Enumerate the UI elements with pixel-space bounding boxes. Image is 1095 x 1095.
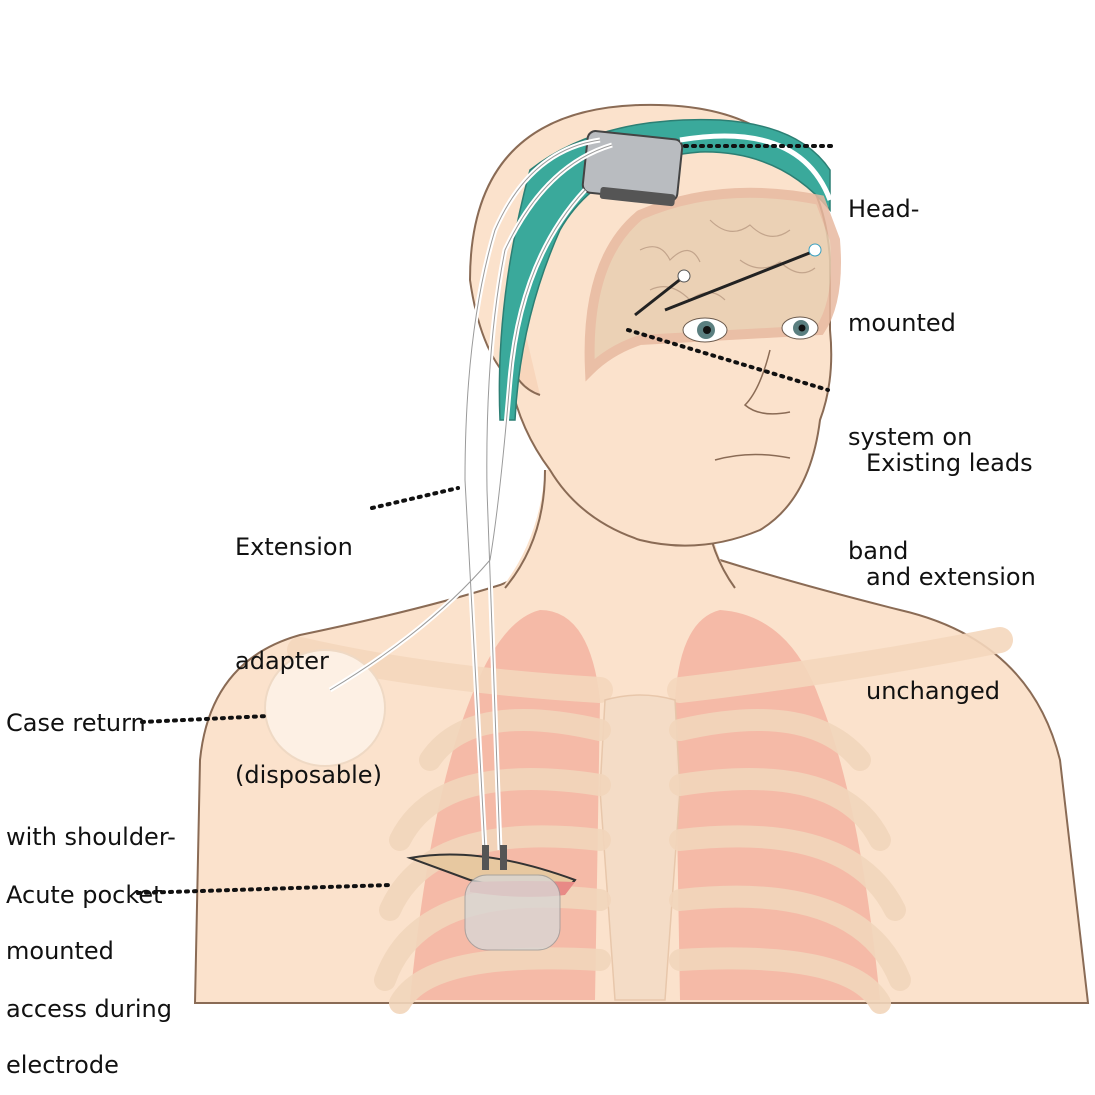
leader-case-return [140,714,270,724]
label-line: system on [848,423,973,451]
label-acute-pocket-access: Acute pocket access during device replac… [6,800,172,1095]
right-clavicle [667,627,1013,703]
label-line: Head- [848,195,920,223]
brain-cutaway [584,187,841,382]
label-line: and extension [866,563,1036,591]
label-line: (disposable) [235,761,382,789]
sternum [599,694,681,1001]
lead-2 [664,250,813,312]
label-line: with shoulder- [6,823,176,851]
leader-existing-leads [626,328,830,392]
lead-1 [634,276,683,317]
label-case-return: Case return with shoulder- mounted elect… [6,628,176,1095]
label-line: Case return [6,709,146,737]
label-line: Existing leads [866,449,1033,477]
label-line: adapter [235,647,329,675]
label-line: band [848,537,909,565]
shoulder-electrode [264,649,386,767]
label-line: mounted [6,937,114,965]
ribs-right [669,709,911,1014]
leader-extension-adapter [370,486,460,510]
label-line: access during [6,995,172,1023]
label-extension-adapter: Extension adapter (disposable) [235,452,382,870]
label-existing-leads: Existing leads and extension unchanged [866,368,1036,786]
nose [743,349,791,415]
label-line: unchanged [866,677,1000,705]
pulse-generator [464,874,561,951]
label-line: electrode [6,1051,119,1079]
leader-lines [136,144,837,895]
label-line: Extension [235,533,353,561]
label-line: Acute pocket [6,881,163,909]
label-head-mounted-system: Head- mounted system on band [848,114,972,646]
eyes [682,316,819,343]
label-line: mounted [848,309,956,337]
leader-acute-pocket [136,883,392,895]
mouth [714,453,791,461]
